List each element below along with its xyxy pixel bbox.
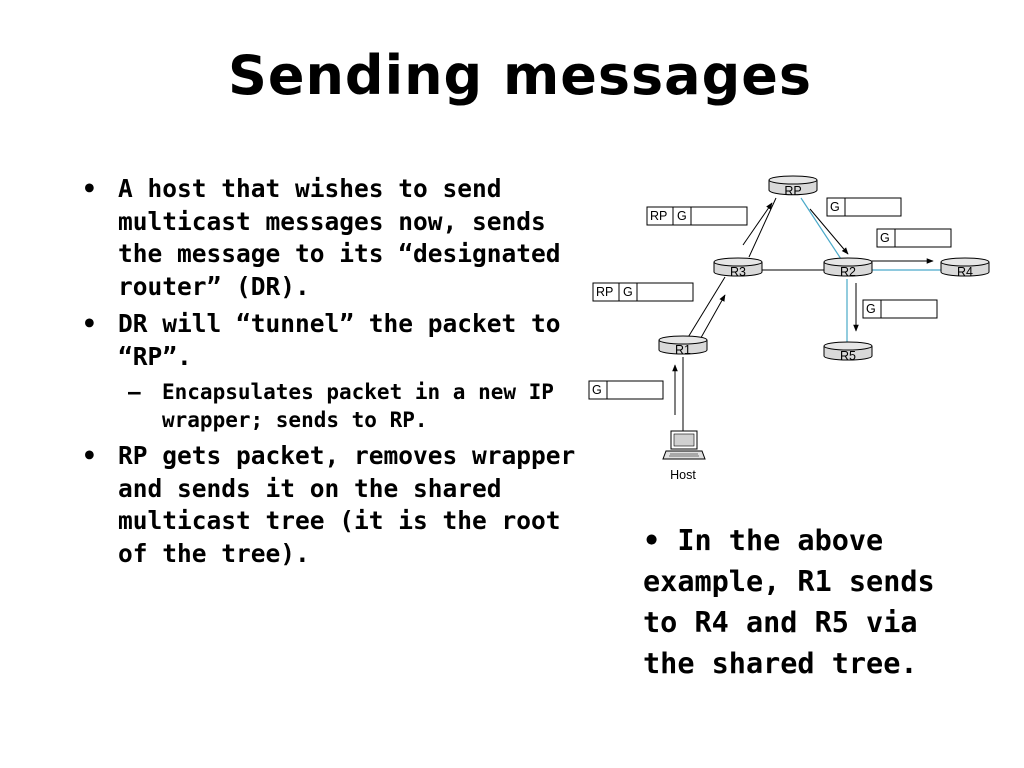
router-rp: RP — [768, 175, 818, 198]
packet-cell: G — [677, 209, 687, 223]
sub-bullet-marker: – — [128, 380, 141, 404]
packet-cell: RP — [650, 209, 667, 223]
router-r2: R2 — [823, 257, 873, 279]
router-r4: R4 — [940, 257, 990, 279]
sub-bullet-text: Encapsulates packet in a new IP wrapper;… — [162, 380, 554, 432]
bullet-marker: • — [82, 174, 97, 203]
network-diagram: RP R3 R2 R4 R1 R5 — [588, 175, 990, 482]
packet-cell: G — [592, 383, 602, 397]
packet-g-rp-r2: G — [826, 197, 902, 217]
caption-note: • In the above example, R1 sends to R4 a… — [643, 524, 935, 680]
slide-title: Sending messages — [227, 44, 813, 107]
router-r1: R1 — [658, 335, 708, 357]
packet-cell: G — [880, 231, 890, 245]
packet-rp-g-lower: RP G — [592, 282, 694, 302]
host-computer-icon: Host — [662, 430, 706, 482]
router-r5: R5 — [823, 341, 873, 363]
host-label: Host — [670, 468, 696, 482]
arrow-rp-to-r2 — [809, 208, 849, 255]
sub-bullet-item: – Encapsulates packet in a new IP wrappe… — [78, 378, 598, 434]
router-r2-label: R2 — [840, 265, 856, 279]
link-rp-r2-tree — [800, 197, 842, 260]
router-r3: R3 — [713, 257, 763, 279]
packet-cell: G — [623, 285, 633, 299]
packet-cell: G — [830, 200, 840, 214]
arrow-r3-to-rp — [742, 202, 773, 246]
packet-cell: RP — [596, 285, 613, 299]
packet-rp-g-upper: RP G — [646, 206, 748, 226]
packet-g-host: G — [588, 380, 664, 400]
bullet-marker: • — [82, 309, 97, 338]
bullet-text: A host that wishes to send multicast mes… — [118, 174, 561, 301]
router-rp-label: RP — [784, 184, 801, 198]
packet-g-r2-r4: G — [876, 228, 952, 248]
link-r1-r3 — [686, 276, 726, 340]
bullet-text: RP gets packet, removes wrapper and send… — [118, 441, 576, 568]
bullet-item: • A host that wishes to send multicast m… — [78, 173, 598, 303]
bullet-text: DR will “tunnel” the packet to “RP”. — [118, 309, 561, 371]
router-r5-label: R5 — [840, 349, 856, 363]
bullet-item: • RP gets packet, removes wrapper and se… — [78, 440, 598, 570]
bullet-marker: • — [82, 441, 97, 470]
router-r1-label: R1 — [675, 343, 691, 357]
link-rp-r3 — [748, 197, 777, 258]
bullet-item: • DR will “tunnel” the packet to “RP”. — [78, 308, 598, 373]
arrow-r1-to-r3 — [697, 294, 726, 344]
router-r4-label: R4 — [957, 265, 973, 279]
packet-cell: G — [866, 302, 876, 316]
packet-g-r2-r5: G — [862, 299, 938, 319]
router-r3-label: R3 — [730, 265, 746, 279]
bullet-list: • A host that wishes to send multicast m… — [78, 173, 598, 575]
